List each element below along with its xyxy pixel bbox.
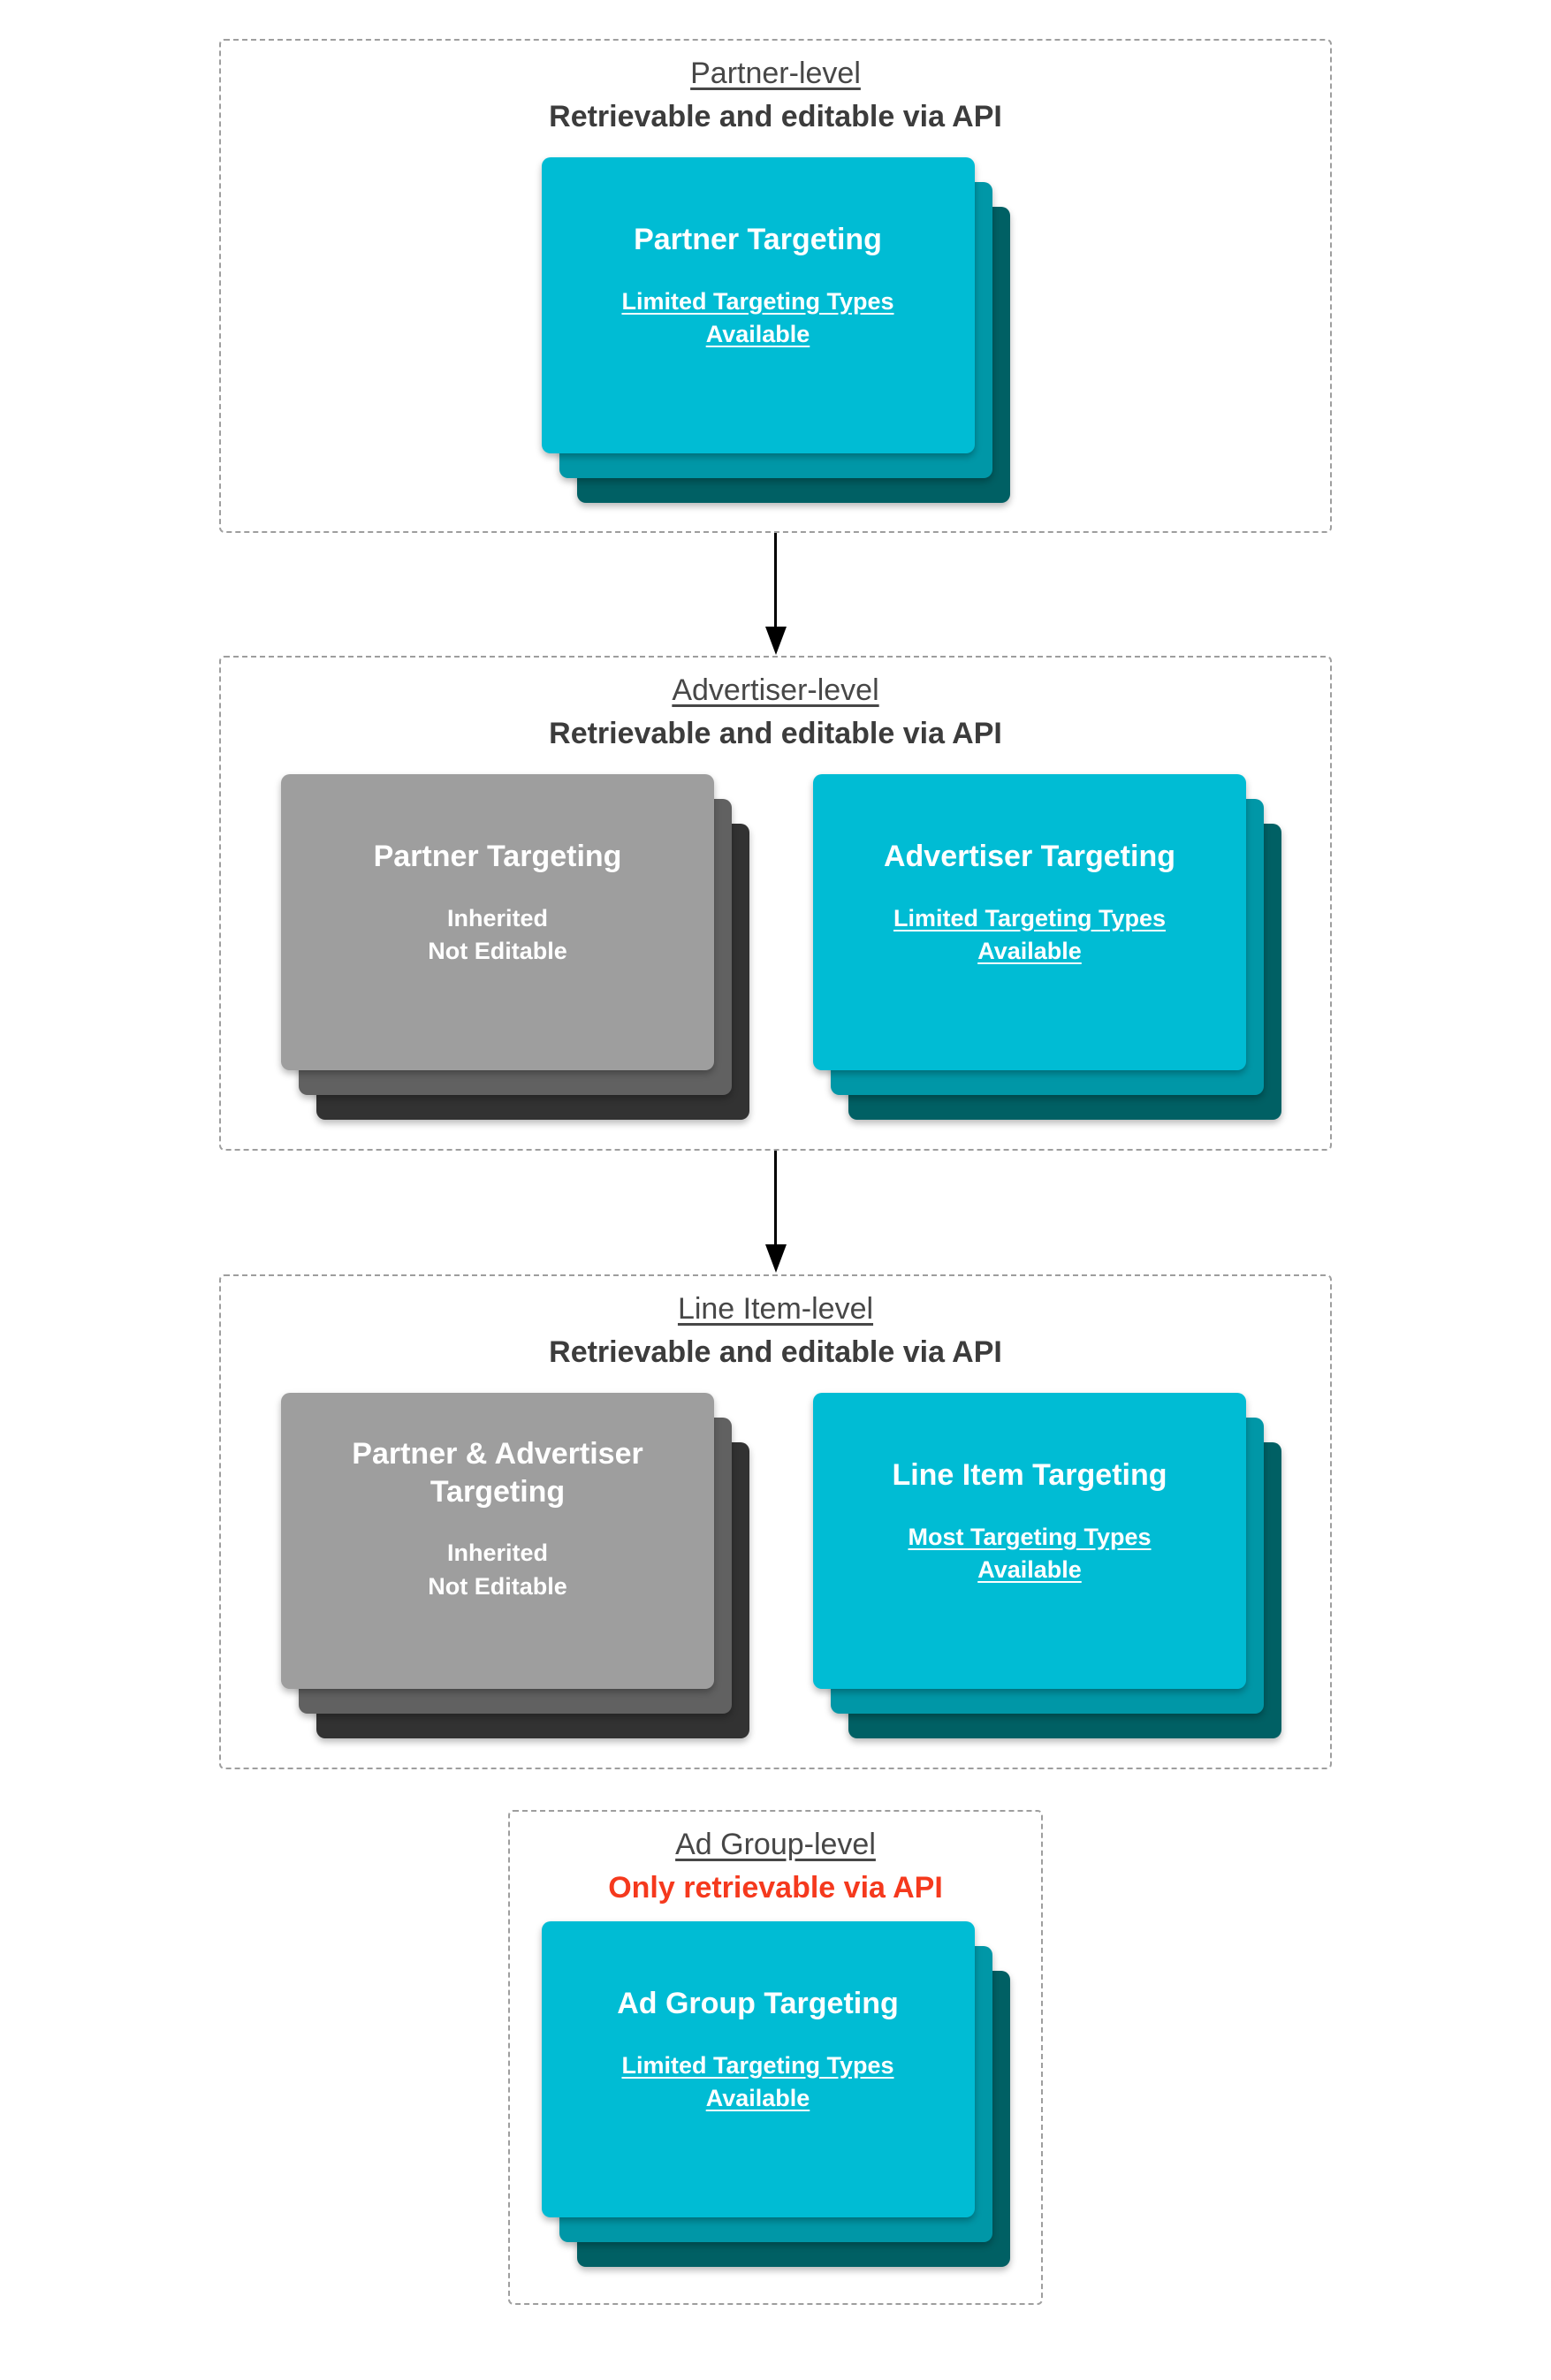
card-title: Partner Targeting [634, 223, 882, 257]
card-subtitle-line: Limited Targeting Types [621, 287, 894, 315]
partner-level-header: Partner-level Retrievable and editable v… [221, 41, 1330, 136]
card-front-layer: Partner & Advertiser Targeting Inherited… [281, 1393, 714, 1690]
card-subtitle: Limited Targeting Types Available [621, 285, 893, 353]
line-item-level-header: Line Item-level Retrievable and editable… [221, 1276, 1330, 1372]
card-subtitle-line: Not Editable [428, 938, 567, 965]
advertiser-level-section: Advertiser-level Retrievable and editabl… [219, 656, 1332, 1151]
card-subtitle-line: Not Editable [428, 1572, 567, 1600]
ad-group-level-section: Ad Group-level Only retrievable via API … [508, 1810, 1043, 2305]
card-title: Advertiser Targeting [883, 840, 1175, 874]
card-subtitle: Limited Targeting Types Available [621, 2049, 893, 2117]
line-item-targeting-card-stack: Line Item Targeting Most Targeting Types… [813, 1393, 1281, 1739]
card-front-layer: Partner Targeting Limited Targeting Type… [541, 157, 975, 454]
inherited-partner-advertiser-targeting-card-stack: Partner & Advertiser Targeting Inherited… [281, 1393, 749, 1739]
card-subtitle-line: Most Targeting Types [908, 1523, 1152, 1550]
ad-group-level-header: Ad Group-level Only retrievable via API [510, 1812, 1041, 1907]
card-subtitle-line: Available [705, 321, 810, 348]
section-title: Ad Group-level [675, 1828, 876, 1861]
section-title: Partner-level [690, 57, 861, 90]
card-subtitle-line: Limited Targeting Types [621, 2051, 894, 2079]
card-subtitle-line: Available [977, 938, 1082, 965]
section-subtitle: Retrievable and editable via API [549, 99, 1002, 133]
card-front-layer: Partner Targeting Inherited Not Editable [281, 774, 714, 1071]
section-subtitle: Retrievable and editable via API [549, 1334, 1002, 1369]
card-front-layer: Ad Group Targeting Limited Targeting Typ… [541, 1921, 975, 2218]
ad-group-targeting-card-stack: Ad Group Targeting Limited Targeting Typ… [541, 1921, 1010, 2268]
card-subtitle: Inherited Not Editable [428, 1537, 567, 1604]
card-title: Partner & Advertiser Targeting [352, 1437, 643, 1509]
advertiser-targeting-card-stack: Advertiser Targeting Limited Targeting T… [813, 774, 1281, 1121]
flow-gap-2 [0, 1151, 1551, 1274]
partner-level-section: Partner-level Retrievable and editable v… [219, 39, 1332, 533]
down-arrow-icon [774, 533, 777, 627]
section-subtitle: Retrievable and editable via API [549, 716, 1002, 750]
advertiser-level-header: Advertiser-level Retrievable and editabl… [221, 658, 1330, 753]
section-title: Advertiser-level [672, 673, 879, 707]
card-subtitle-line: Limited Targeting Types [893, 904, 1167, 931]
card-front-layer: Line Item Targeting Most Targeting Types… [813, 1393, 1246, 1690]
card-title: Ad Group Targeting [617, 1987, 899, 2021]
flow-gap-1 [0, 533, 1551, 656]
card-subtitle: Inherited Not Editable [428, 902, 567, 969]
down-arrow-icon [774, 1151, 777, 1244]
card-front-layer: Advertiser Targeting Limited Targeting T… [813, 774, 1246, 1071]
card-title: Partner Targeting [373, 840, 622, 874]
inherited-partner-targeting-card-stack: Partner Targeting Inherited Not Editable [281, 774, 749, 1121]
section-title: Line Item-level [677, 1292, 874, 1326]
card-subtitle: Limited Targeting Types Available [893, 902, 1166, 969]
card-title: Line Item Targeting [892, 1458, 1167, 1493]
partner-targeting-card-stack: Partner Targeting Limited Targeting Type… [541, 157, 1010, 504]
card-subtitle-line: Available [977, 1556, 1082, 1584]
card-subtitle-line: Available [705, 2085, 810, 2112]
card-subtitle-line: Inherited [446, 904, 548, 931]
card-subtitle-line: Inherited [446, 1540, 548, 1567]
section-subtitle: Only retrievable via API [608, 1870, 943, 1905]
line-item-level-section: Line Item-level Retrievable and editable… [219, 1274, 1332, 1769]
card-subtitle: Most Targeting Types Available [908, 1521, 1151, 1588]
